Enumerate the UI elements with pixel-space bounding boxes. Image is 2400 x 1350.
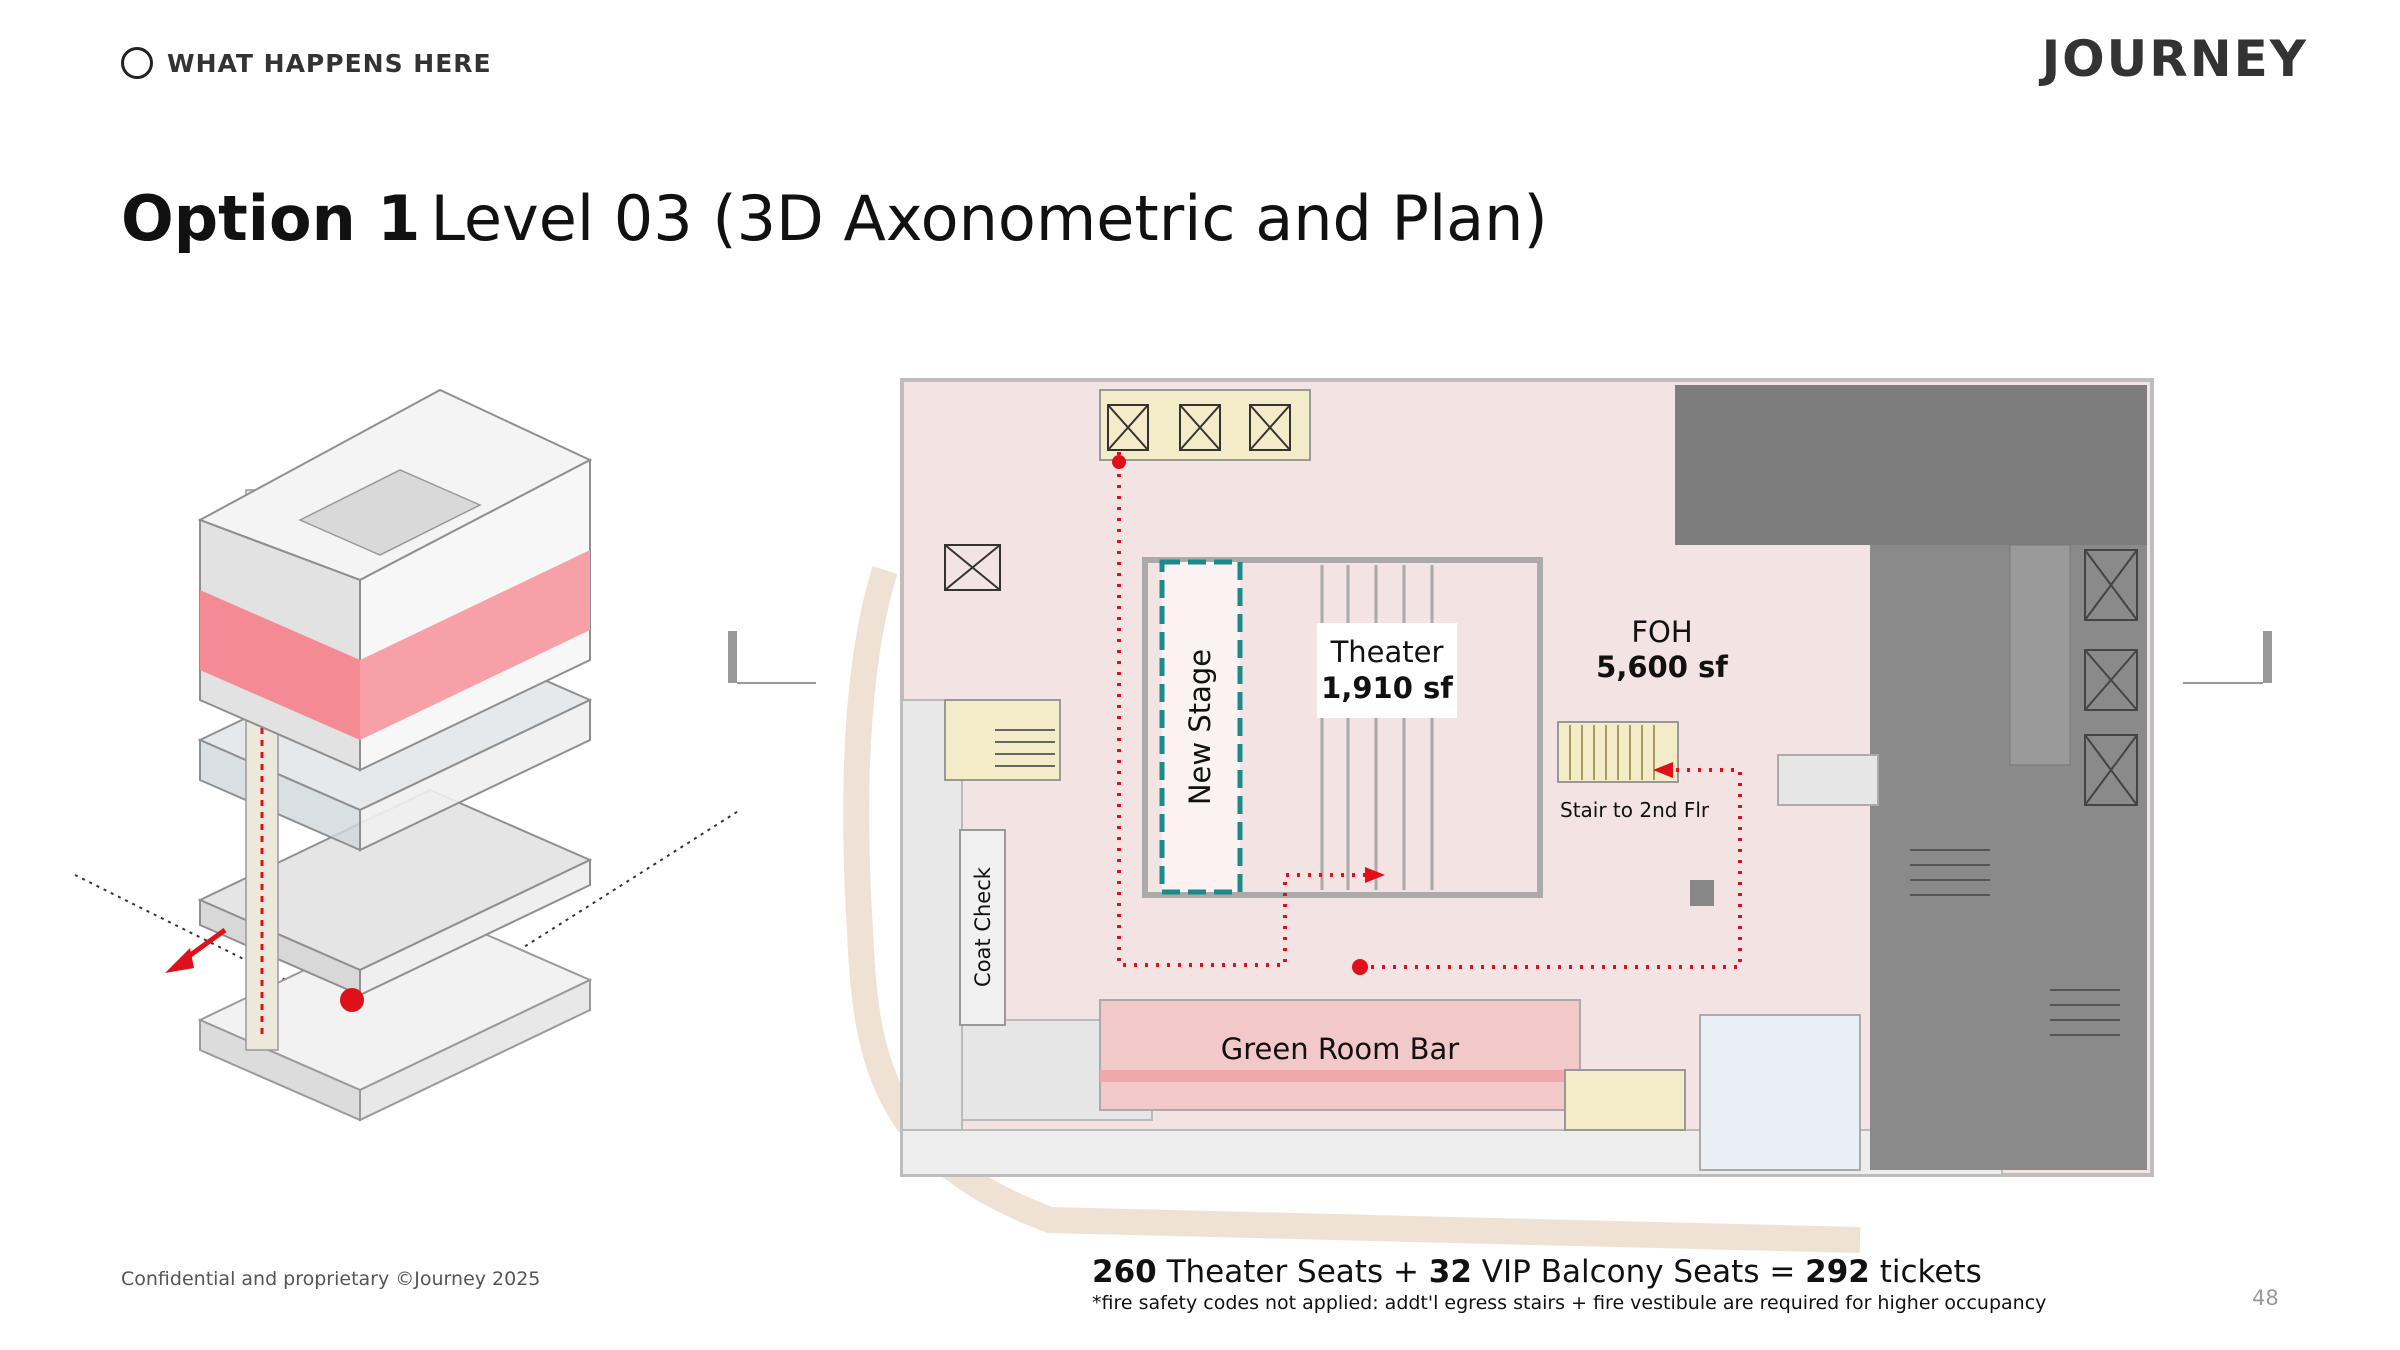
highlight-band-right	[360, 550, 590, 740]
back-of-house-top	[1675, 385, 2147, 545]
title-option: Option 1	[121, 182, 421, 255]
route-start-dot	[1112, 455, 1126, 469]
level-03-right	[359, 858, 591, 997]
foh-name: FOH	[1631, 615, 1692, 649]
left-stair	[944, 699, 1061, 781]
theater-label-box	[1317, 623, 1457, 718]
route-arrow-stair	[1653, 762, 1673, 778]
theater-area: 1,910 sf	[1321, 671, 1453, 705]
ground-level-right	[359, 978, 591, 1122]
section-marker-left	[728, 631, 816, 684]
highlight-band-left	[200, 590, 360, 740]
route-arrow-theater	[1365, 867, 1385, 883]
theater-seat-rows	[1320, 565, 1434, 890]
vip-seat-text: VIP Balcony Seats =	[1481, 1254, 1796, 1290]
view-arrow-head	[165, 948, 194, 973]
seat-summary: 260 Theater Seats + 32 VIP Balcony Seats…	[1092, 1254, 1982, 1290]
back-of-house-right	[1870, 545, 2147, 1170]
floor-plan: Coat Check New Stage Theater 1,910 sf FO…	[843, 378, 2154, 1253]
shaft-xs	[2084, 549, 2138, 806]
route-path-left	[1117, 452, 1370, 967]
theater-seat-text: Theater Seats +	[1166, 1254, 1419, 1290]
foh-area: 5,600 sf	[1596, 650, 1728, 684]
back-stairs	[1910, 849, 2120, 1036]
section-tag: WHAT HAPPENS HERE	[121, 47, 492, 79]
new-stage-label: New Stage	[1183, 649, 1217, 805]
green-room-bar-label: Green Room Bar	[1221, 1032, 1460, 1066]
section-marker-right	[2183, 631, 2272, 684]
journey-logo: JOURNEY	[2041, 30, 2308, 88]
axonometric-drawing	[74, 388, 741, 1122]
location-dot	[340, 988, 364, 1012]
new-stage-area	[1159, 559, 1243, 895]
left-stair-treads	[995, 729, 1055, 767]
elevator-xs	[944, 404, 1291, 591]
elevator-lobby	[1099, 389, 1311, 461]
bar-counter	[1100, 1070, 1580, 1082]
theater-name: Theater	[1330, 635, 1444, 669]
title-rest: Level 03 (3D Axonometric and Plan)	[430, 182, 1548, 255]
circle-icon	[121, 47, 153, 79]
column	[1690, 880, 1714, 906]
level-mid-right	[359, 698, 591, 852]
coat-check-room	[959, 829, 1006, 1026]
green-room-bar	[1099, 999, 1581, 1111]
stair-treads	[1569, 725, 1655, 780]
section-label: WHAT HAPPENS HERE	[167, 48, 492, 78]
theater-seat-count: 260	[1092, 1254, 1157, 1290]
confidential-notice: Confidential and proprietary ©Journey 20…	[121, 1268, 541, 1290]
coat-check-label: Coat Check	[971, 866, 995, 987]
elevator-shafts	[2009, 544, 2071, 766]
fire-safety-disclaimer: *fire safety codes not applied: addt'l e…	[1092, 1292, 2047, 1314]
restrooms	[1699, 1014, 1861, 1171]
lower-stair	[1564, 1069, 1686, 1131]
page-number: 48	[2252, 1286, 2279, 1310]
vestibule	[1777, 754, 1879, 806]
vip-seat-count: 32	[1428, 1254, 1472, 1290]
stair-label: Stair to 2nd Flr	[1560, 798, 1710, 822]
total-ticket-text: tickets	[1879, 1254, 1982, 1290]
route-path-right	[1360, 768, 1742, 969]
route-junction-dot	[1352, 959, 1368, 975]
upper-stair	[298, 469, 482, 556]
total-ticket-count: 292	[1805, 1254, 1870, 1290]
